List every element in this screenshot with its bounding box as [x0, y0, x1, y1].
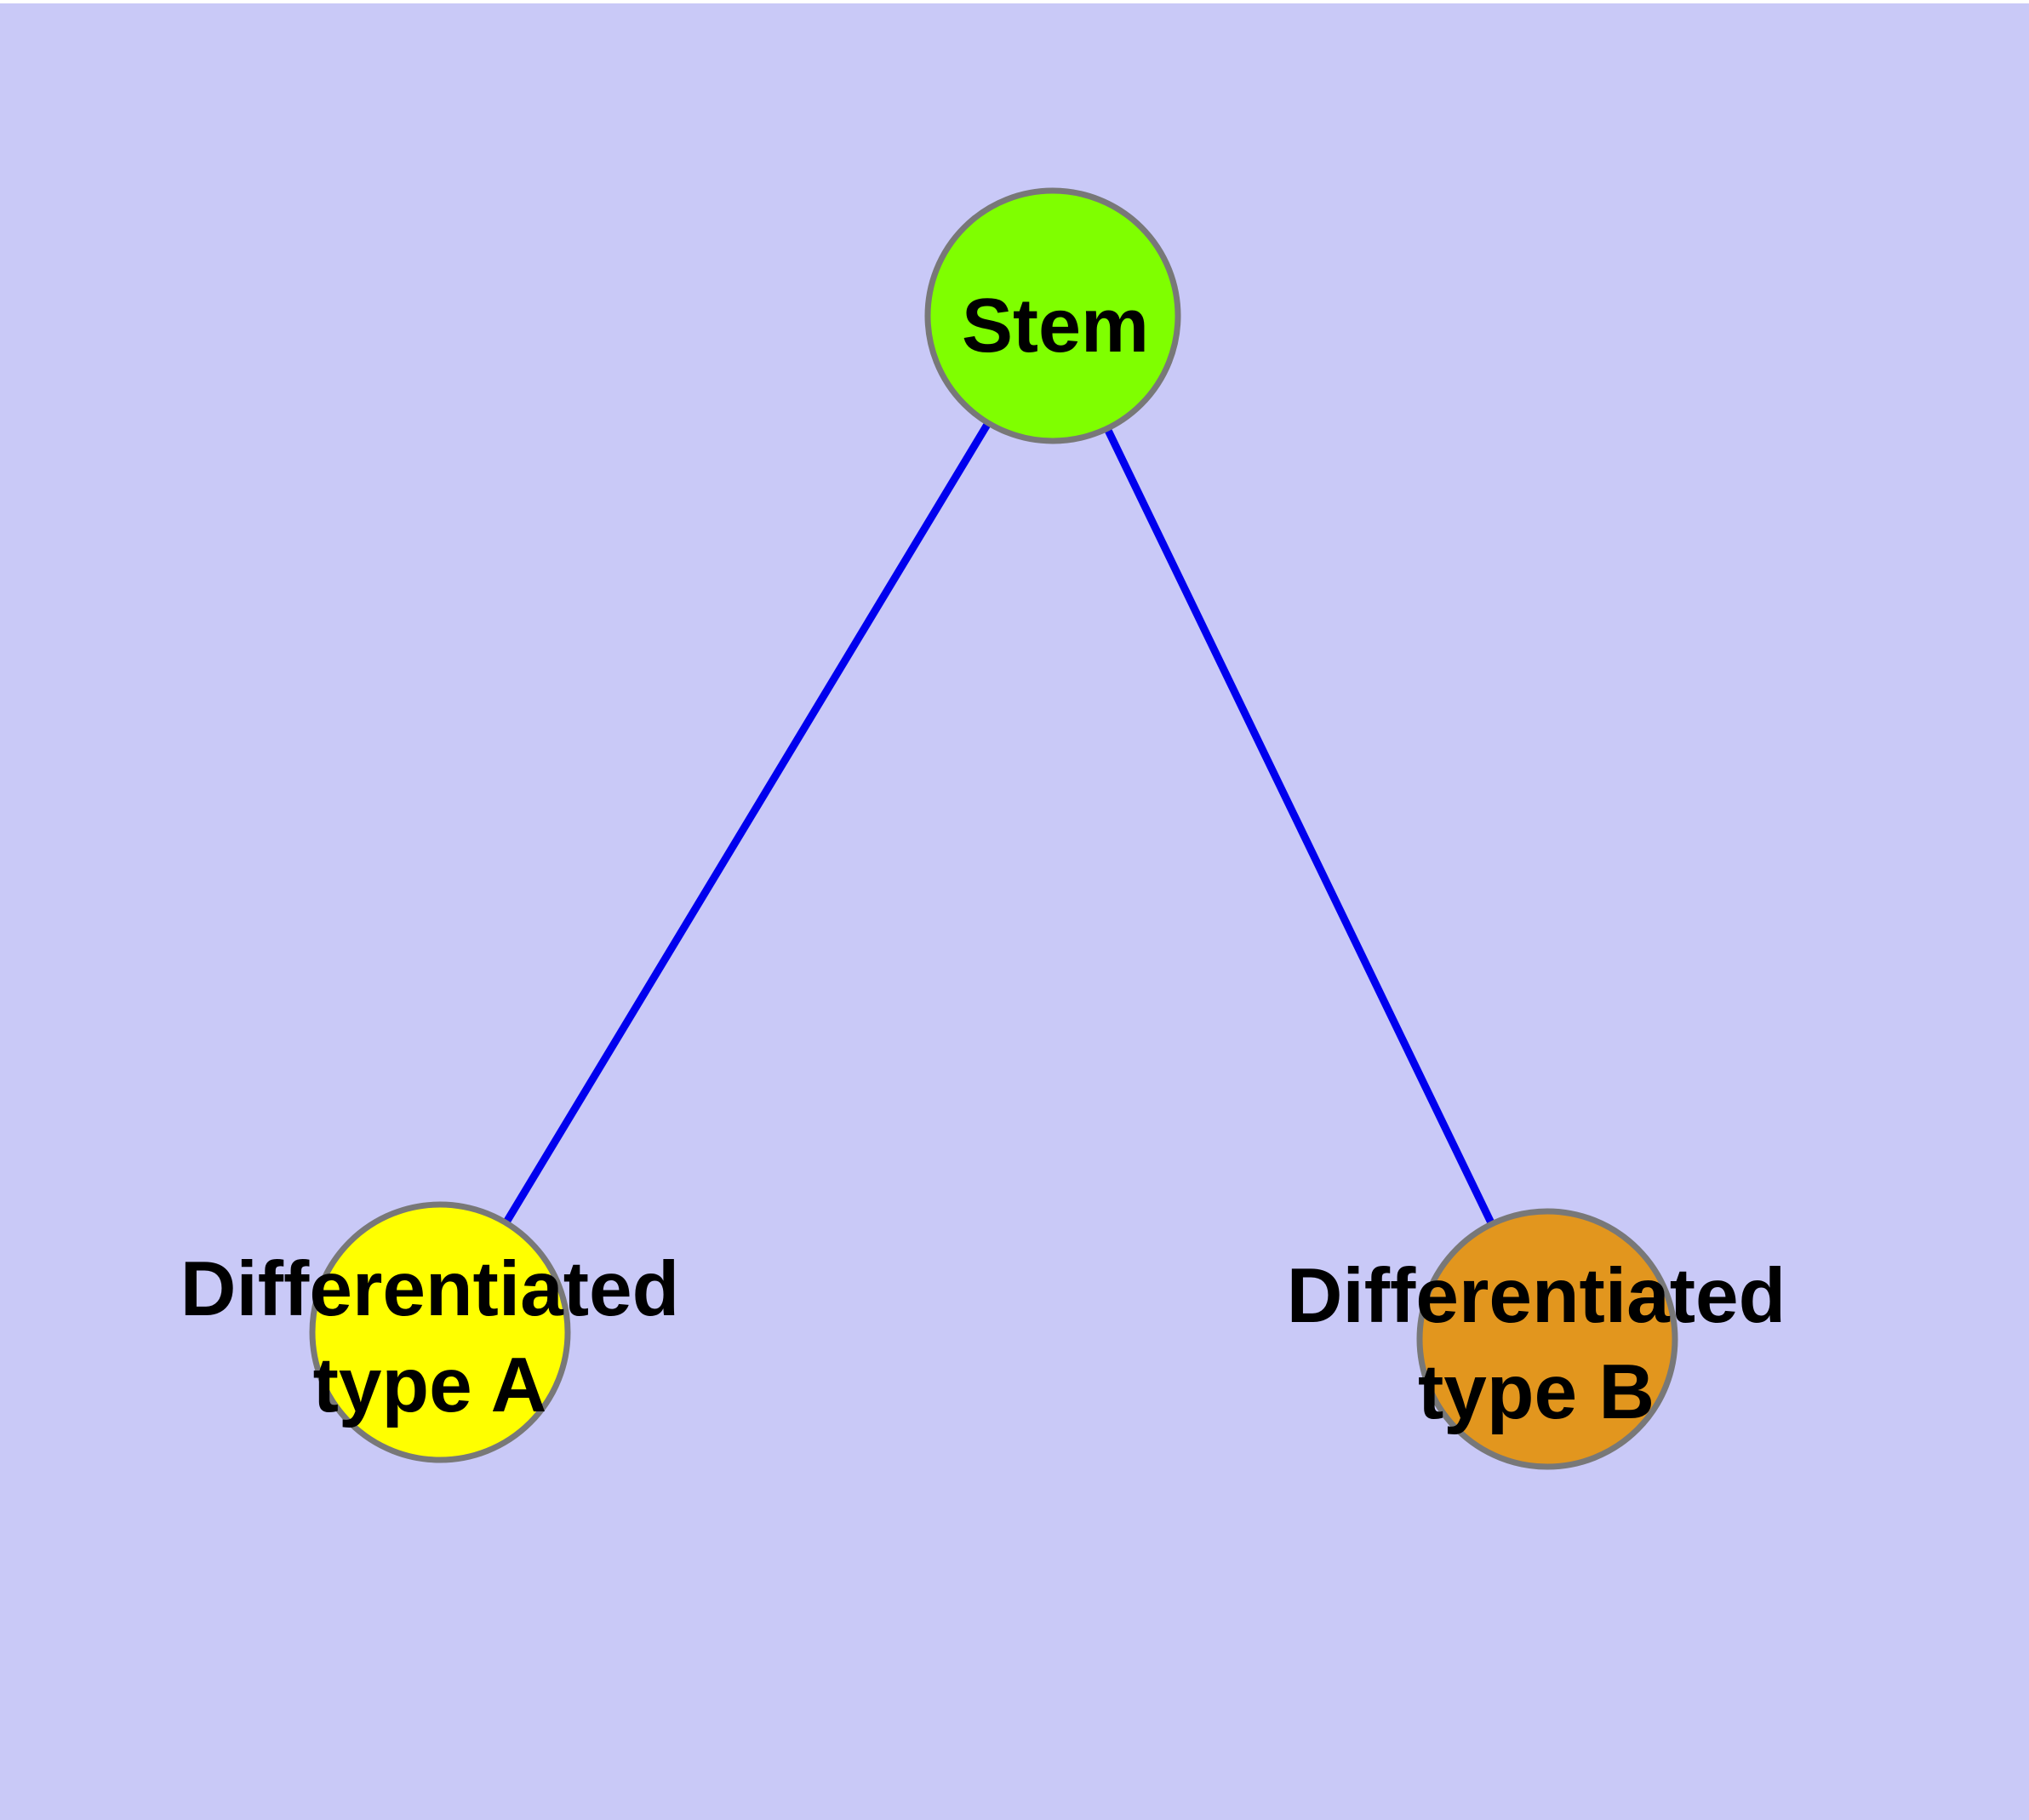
node-stem-label: Stem [962, 283, 1149, 369]
edge-stem-to-type-a [437, 313, 1056, 1335]
node-stem-circle [924, 187, 1181, 444]
node-type-a-label-line2: type A [313, 1342, 547, 1428]
node-type-b-circle [1416, 1208, 1678, 1470]
node-type-a-circle [309, 1201, 571, 1463]
node-type-b-label-line1: Differentiated [1287, 1253, 1786, 1339]
edge-stem-to-type-b [1049, 314, 1552, 1341]
node-type-a-label-line1: Differentiated [180, 1246, 680, 1332]
node-type-b-label-line2: type B [1418, 1349, 1655, 1435]
